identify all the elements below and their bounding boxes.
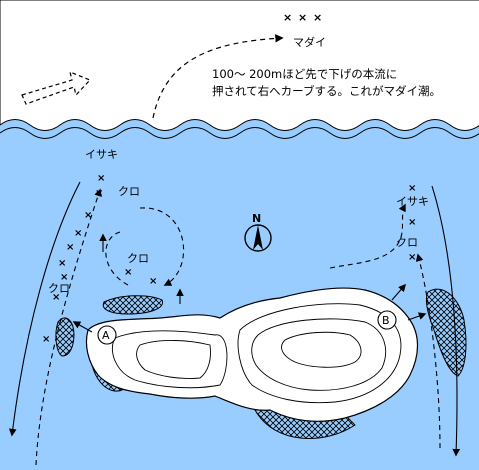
fish-spot-markers-left: ×× ××× ××× × ××: [42, 173, 157, 345]
svg-text:×: ×: [84, 210, 92, 221]
madai-spot-markers: × × ×: [283, 11, 322, 24]
svg-text:×: ×: [283, 11, 292, 24]
right-eddy: [329, 203, 406, 269]
svg-text:×: ×: [149, 276, 157, 287]
point-b-label: B: [382, 314, 390, 327]
left-current-outer: [8, 181, 81, 437]
svg-text:×: ×: [408, 183, 416, 194]
kuro-eddy: [139, 207, 185, 286]
svg-text:N: N: [252, 212, 261, 225]
point-a-circle: [97, 325, 117, 345]
left-current-inner: [35, 188, 102, 466]
right-current-outer: [431, 185, 461, 457]
kuro-label-2: クロ: [127, 252, 149, 265]
island-contours: [111, 303, 402, 404]
svg-text:×: ×: [58, 258, 66, 269]
reef-left-rock: [55, 317, 75, 357]
madai-label: マダイ: [293, 35, 326, 49]
svg-text:×: ×: [408, 217, 416, 228]
svg-text:×: ×: [52, 292, 60, 303]
isaki-right-label: イサキ: [396, 195, 429, 208]
point-b-arrow-2: [407, 312, 427, 321]
svg-text:×: ×: [66, 242, 74, 253]
point-a-arrow: [72, 321, 93, 333]
svg-text:×: ×: [74, 228, 82, 239]
isaki-left-label: イサキ: [85, 148, 118, 161]
annotation-line-1: 100～ 200mほど先で下げの本流に: [212, 67, 397, 81]
svg-text:×: ×: [60, 272, 68, 283]
current-arrow-icon: [21, 71, 92, 105]
north-arrow-icon: N: [244, 212, 272, 252]
kuro-label-3: クロ: [48, 282, 70, 295]
svg-text:×: ×: [124, 267, 132, 278]
point-a-label: A: [102, 329, 110, 342]
svg-text:×: ×: [42, 334, 50, 345]
kuro-label-1: クロ: [118, 185, 140, 198]
annotation-line-2: 押されて右へカーブする。これがマダイ潮。: [212, 84, 441, 98]
kuro-right-label: クロ: [396, 236, 418, 249]
svg-text:×: ×: [408, 252, 416, 263]
svg-text:×: ×: [95, 188, 103, 199]
kuro-eddy-2: [105, 231, 129, 286]
sea-area: [0, 120, 479, 470]
wave-line-2: [0, 127, 479, 139]
wave-surface: [0, 0, 479, 131]
point-b-circle: [377, 310, 397, 330]
fish-spot-markers-right: × × ×: [408, 183, 416, 263]
madai-current-path: [152, 34, 284, 119]
svg-text:×: ×: [313, 11, 322, 24]
point-b-arrow: [391, 283, 407, 301]
svg-text:×: ×: [298, 11, 307, 24]
svg-text:×: ×: [97, 173, 105, 184]
reef-left-shoal: [102, 295, 164, 315]
